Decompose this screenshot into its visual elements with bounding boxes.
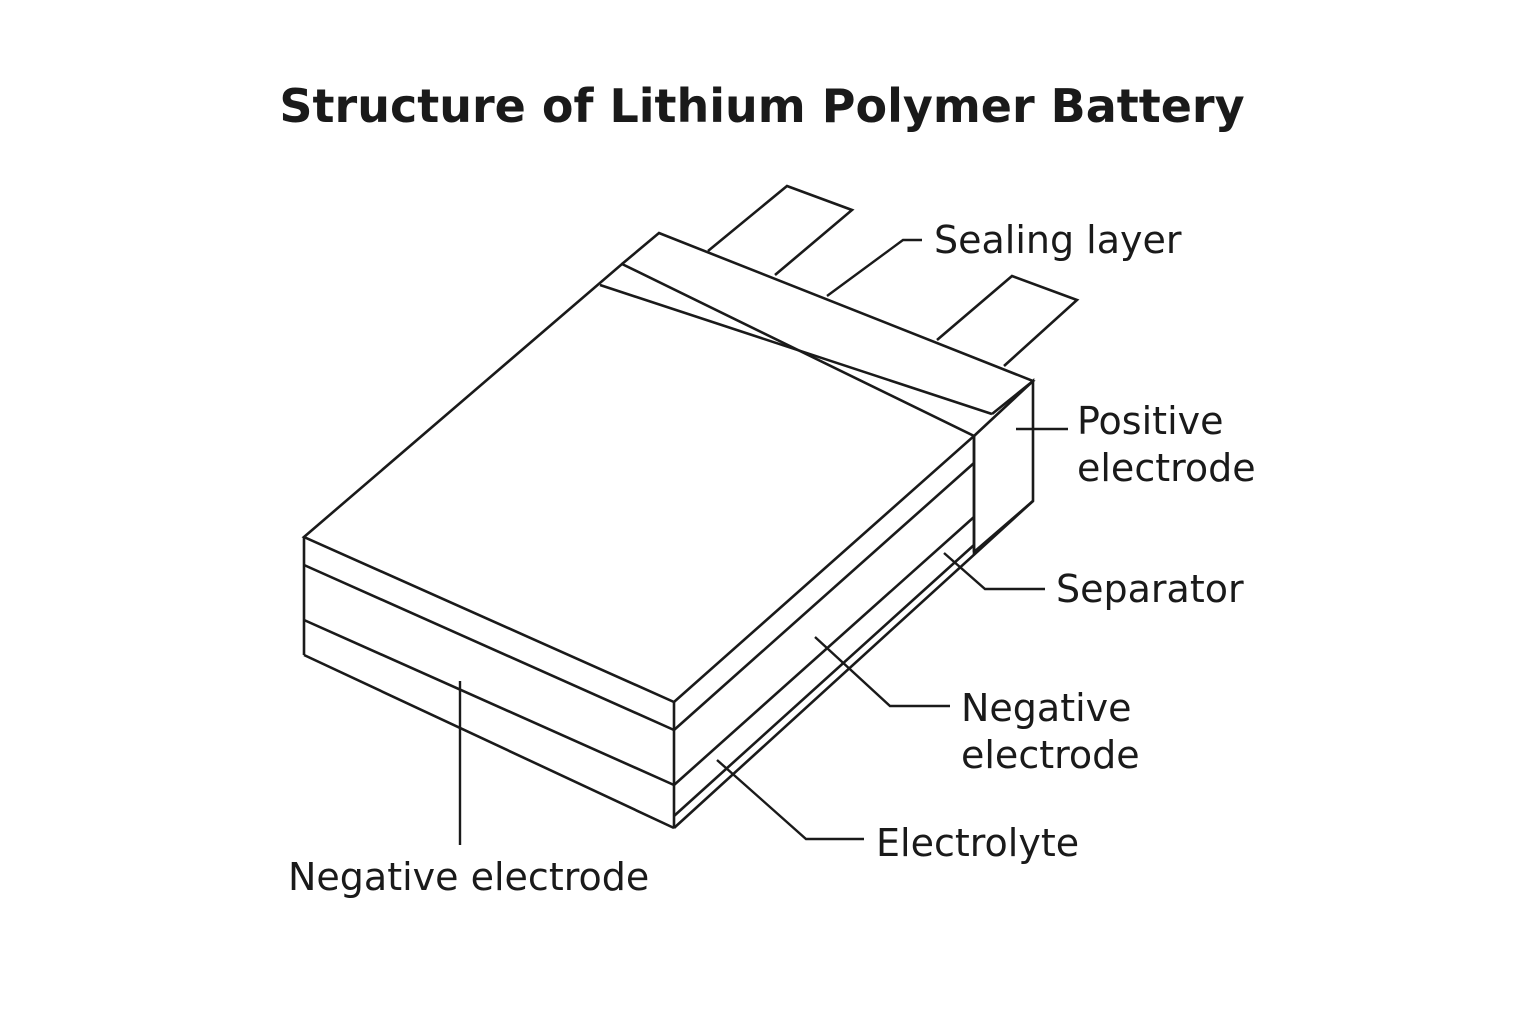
label-positive-electrode-line1: Positive bbox=[1077, 399, 1224, 443]
label-electrolyte: Electrolyte bbox=[876, 821, 1079, 865]
leader-separator bbox=[943, 552, 1045, 591]
label-negative-electrode-right: Negative electrode bbox=[961, 686, 1144, 777]
label-separator: Separator bbox=[1056, 567, 1244, 611]
label-negative-electrode-right-line2: electrode bbox=[961, 733, 1140, 777]
label-positive-electrode: Positive electrode bbox=[1077, 399, 1256, 490]
leader-sealing-layer bbox=[826, 238, 922, 297]
diagram-title: Structure of Lithium Polymer Battery bbox=[279, 79, 1244, 133]
label-negative-electrode-right-line1: Negative bbox=[961, 686, 1132, 730]
leader-electrolyte bbox=[716, 759, 864, 841]
label-negative-electrode-bottom: Negative electrode bbox=[288, 855, 649, 899]
terminal-tab-left bbox=[707, 184, 855, 276]
leader-negative-electrode-right bbox=[814, 636, 950, 708]
label-positive-electrode-line2: electrode bbox=[1077, 446, 1256, 490]
terminal-tab-right bbox=[936, 274, 1080, 367]
label-sealing-layer: Sealing layer bbox=[934, 218, 1182, 262]
battery-front-face bbox=[302, 537, 676, 830]
